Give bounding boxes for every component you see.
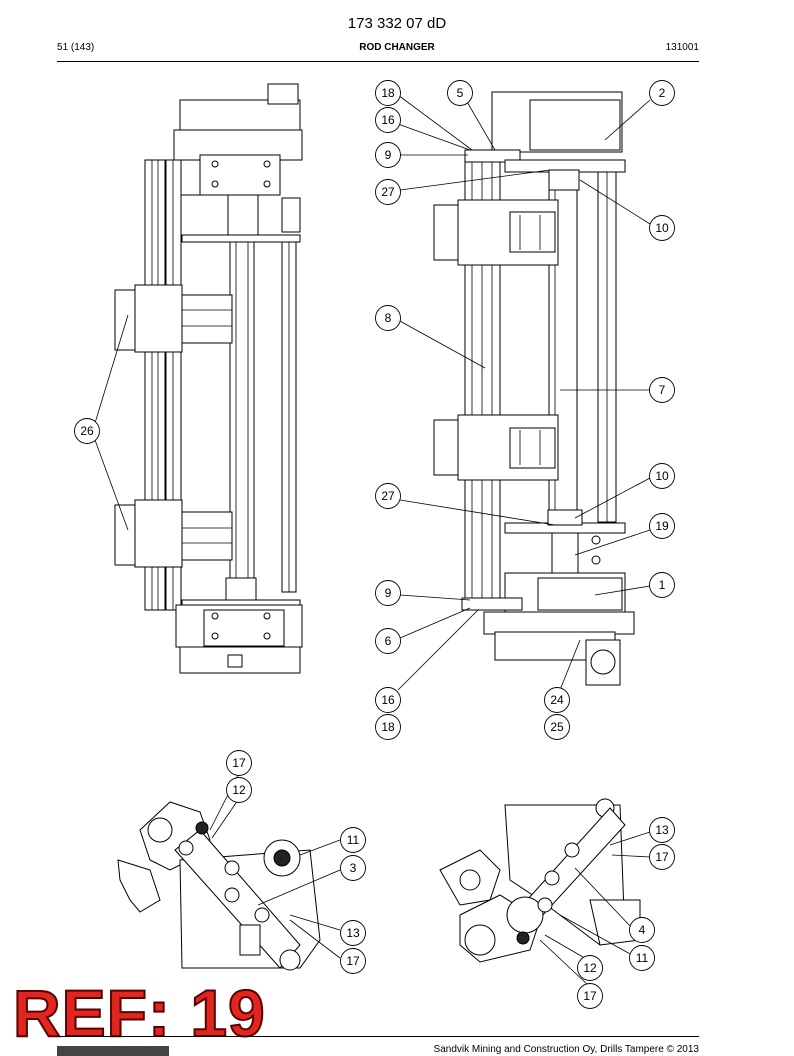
callout-5: 5 xyxy=(447,80,473,106)
header-rule xyxy=(57,61,699,62)
svg-text:17: 17 xyxy=(346,954,360,968)
svg-text:7: 7 xyxy=(659,383,666,397)
svg-text:17: 17 xyxy=(583,989,597,1003)
svg-text:13: 13 xyxy=(346,926,360,940)
left-view-drawing xyxy=(114,83,303,674)
svg-text:18: 18 xyxy=(381,720,395,734)
callout-4: 4 xyxy=(629,917,655,943)
callout-24: 24 xyxy=(544,687,570,713)
section-title: ROD CHANGER xyxy=(359,42,435,53)
svg-text:27: 27 xyxy=(381,489,395,503)
svg-text:16: 16 xyxy=(381,113,395,127)
callout-27: 27 xyxy=(375,179,401,205)
svg-text:8: 8 xyxy=(385,311,392,325)
svg-text:17: 17 xyxy=(655,850,669,864)
callout-19: 19 xyxy=(649,513,675,539)
callout-6: 6 xyxy=(375,628,401,654)
callout-18: 18 xyxy=(375,80,401,106)
svg-text:16: 16 xyxy=(381,693,395,707)
svg-text:10: 10 xyxy=(655,469,669,483)
callout-12: 12 xyxy=(226,777,252,803)
callout-17: 17 xyxy=(649,844,675,870)
callout-1: 1 xyxy=(649,572,675,598)
svg-text:2: 2 xyxy=(659,86,666,100)
callout-10: 10 xyxy=(649,215,675,241)
svg-text:5: 5 xyxy=(457,86,464,100)
svg-text:26: 26 xyxy=(80,424,94,438)
callout-25: 25 xyxy=(544,714,570,740)
svg-text:12: 12 xyxy=(583,961,597,975)
svg-text:9: 9 xyxy=(385,148,392,162)
callout-9: 9 xyxy=(375,142,401,168)
callout-3: 3 xyxy=(340,855,366,881)
svg-text:6: 6 xyxy=(385,634,392,648)
callout-11: 11 xyxy=(629,945,655,971)
callout-17: 17 xyxy=(577,983,603,1009)
bottom-right-view-drawing xyxy=(439,798,641,963)
callout-12: 12 xyxy=(577,955,603,981)
callout-16: 16 xyxy=(375,107,401,133)
callout-13: 13 xyxy=(340,920,366,946)
callout-17: 17 xyxy=(340,948,366,974)
ref-stamp: REF: 19 xyxy=(12,976,266,1050)
svg-text:1: 1 xyxy=(659,578,666,592)
svg-text:11: 11 xyxy=(347,833,360,847)
footer-copyright: Sandvik Mining and Construction Oy, Dril… xyxy=(433,1044,699,1055)
svg-text:3: 3 xyxy=(350,861,357,875)
svg-text:24: 24 xyxy=(550,693,564,707)
svg-text:11: 11 xyxy=(636,951,649,965)
callout-26: 26 xyxy=(74,418,100,444)
callout-13: 13 xyxy=(649,817,675,843)
svg-text:4: 4 xyxy=(639,923,646,937)
callout-16: 16 xyxy=(375,687,401,713)
svg-text:25: 25 xyxy=(550,720,564,734)
svg-text:9: 9 xyxy=(385,586,392,600)
callout-27: 27 xyxy=(375,483,401,509)
bottom-left-view-drawing xyxy=(117,801,321,971)
document-code: 173 332 07 dD xyxy=(347,15,447,32)
callout-9: 9 xyxy=(375,580,401,606)
leader-lines xyxy=(94,94,651,986)
callout-11: 11 xyxy=(340,827,366,853)
svg-text:17: 17 xyxy=(232,756,246,770)
callout-10: 10 xyxy=(649,463,675,489)
svg-text:12: 12 xyxy=(232,783,246,797)
document-date: 131001 xyxy=(665,42,699,53)
svg-text:19: 19 xyxy=(655,519,669,533)
page-number: 51 (143) xyxy=(57,42,95,53)
brand-logo-strip xyxy=(57,1046,169,1056)
right-view-drawing xyxy=(433,91,635,686)
footer-rule xyxy=(57,1036,699,1037)
callout-2: 2 xyxy=(649,80,675,106)
svg-text:27: 27 xyxy=(381,185,395,199)
callout-17: 17 xyxy=(226,750,252,776)
callout-8: 8 xyxy=(375,305,401,331)
svg-text:13: 13 xyxy=(655,823,669,837)
callout-18: 18 xyxy=(375,714,401,740)
callout-7: 7 xyxy=(649,377,675,403)
svg-text:18: 18 xyxy=(381,86,395,100)
svg-text:10: 10 xyxy=(655,221,669,235)
